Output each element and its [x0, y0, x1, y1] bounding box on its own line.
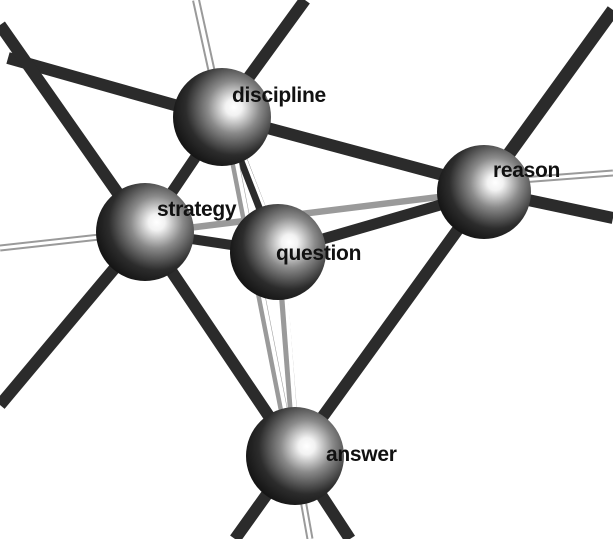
node-sphere-question	[230, 204, 326, 300]
edge-discipline-reason	[228, 112, 482, 191]
node-label-strategy: strategy	[157, 198, 237, 221]
node-label-reason: reason	[493, 159, 560, 182]
node-sphere-answer	[246, 407, 344, 505]
node-sphere-reason	[437, 145, 531, 239]
node-sphere-strategy	[96, 183, 194, 281]
label-group: discipline reason strategy question answ…	[157, 84, 560, 466]
node-label-question: question	[276, 242, 361, 265]
node-label-answer: answer	[326, 443, 397, 466]
node-label-discipline: discipline	[232, 84, 326, 107]
edge-strategy-reason-light	[144, 184, 486, 237]
edge-reason-up	[484, 6, 613, 184]
node-group	[96, 68, 531, 505]
edge-reason-answer	[290, 188, 490, 459]
node-sphere-discipline	[173, 68, 271, 166]
